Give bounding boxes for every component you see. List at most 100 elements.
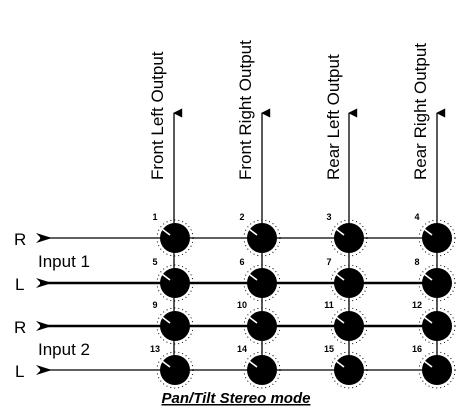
knob-pointer xyxy=(423,228,433,236)
input-connector-2-l xyxy=(36,365,52,375)
input-connector-1-r xyxy=(36,233,52,243)
output-labels: Front Left Output Front Right Output Rea… xyxy=(148,40,430,180)
knob-3[interactable]: 3 xyxy=(326,212,368,257)
knob-scale-ring xyxy=(330,351,368,389)
knob-scale-ring xyxy=(418,307,456,345)
knob-number-label: 10 xyxy=(237,300,247,310)
knob-body xyxy=(334,311,364,341)
knob-body xyxy=(247,311,277,341)
knob-body xyxy=(160,355,190,385)
knob-scale-ring xyxy=(418,351,456,389)
knob-number-label: 5 xyxy=(152,257,157,267)
knob-body xyxy=(160,311,190,341)
output-label-front-right: Front Right Output xyxy=(236,40,255,180)
knob-body xyxy=(334,355,364,385)
input-connector-1-l xyxy=(36,278,52,288)
knob-scale-ring xyxy=(243,219,281,257)
knob-2[interactable]: 2 xyxy=(239,212,281,257)
knob-body xyxy=(247,355,277,385)
input-connectors xyxy=(36,233,52,375)
knob-pointer xyxy=(335,360,345,368)
knob-pointer xyxy=(248,273,258,281)
knob-number-label: 4 xyxy=(414,212,419,222)
knob-pointer xyxy=(248,360,258,368)
output-label-rear-right: Rear Right Output xyxy=(411,43,430,180)
knob-body xyxy=(160,223,190,253)
knob-number-label: 14 xyxy=(237,344,247,354)
knob-4[interactable]: 4 xyxy=(414,212,456,257)
knob-body xyxy=(422,223,452,253)
knob-scale-ring xyxy=(418,219,456,257)
knob-number-label: 13 xyxy=(150,344,160,354)
knob-number-label: 11 xyxy=(324,300,334,310)
channel-labels: R L R L xyxy=(14,230,26,381)
diagram-caption: Pan/Tilt Stereo mode xyxy=(162,390,311,407)
knob-number-label: 12 xyxy=(412,300,422,310)
channel-label-1-r: R xyxy=(14,230,26,249)
knob-number-label: 9 xyxy=(152,300,157,310)
knob-15[interactable]: 15 xyxy=(324,344,368,389)
knob-body xyxy=(247,268,277,298)
knob-number-label: 16 xyxy=(412,344,422,354)
knob-pointer xyxy=(248,316,258,324)
input-lines xyxy=(40,237,440,371)
knob-number-label: 2 xyxy=(239,212,244,222)
knob-14[interactable]: 14 xyxy=(237,344,281,389)
knob-pointer xyxy=(161,360,171,368)
knob-pointer xyxy=(335,316,345,324)
knob-scale-ring xyxy=(330,307,368,345)
knob-number-label: 7 xyxy=(326,257,331,267)
knob-7[interactable]: 7 xyxy=(326,257,368,302)
knob-scale-ring xyxy=(243,307,281,345)
knob-body xyxy=(160,268,190,298)
knob-pointer xyxy=(248,228,258,236)
knob-body xyxy=(334,268,364,298)
knob-scale-ring xyxy=(243,264,281,302)
channel-label-2-l: L xyxy=(15,362,24,381)
knob-scale-ring xyxy=(156,307,194,345)
knob-pointer xyxy=(335,273,345,281)
input-label-2: Input 2 xyxy=(38,340,90,359)
knob-scale-ring xyxy=(156,219,194,257)
knob-scale-ring xyxy=(156,264,194,302)
knob-body xyxy=(422,311,452,341)
knob-6[interactable]: 6 xyxy=(239,257,281,302)
channel-label-1-l: L xyxy=(15,275,24,294)
knob-body xyxy=(422,268,452,298)
output-arrows xyxy=(173,108,446,375)
knob-10[interactable]: 10 xyxy=(237,300,281,345)
knob-body xyxy=(247,223,277,253)
knob-12[interactable]: 12 xyxy=(412,300,456,345)
knob-16[interactable]: 16 xyxy=(412,344,456,389)
knob-number-label: 15 xyxy=(324,344,334,354)
knob-body xyxy=(334,223,364,253)
knob-11[interactable]: 11 xyxy=(324,300,368,345)
output-label-rear-left: Rear Left Output xyxy=(324,54,343,180)
knob-pointer xyxy=(335,228,345,236)
knob-pointer xyxy=(423,316,433,324)
input-connector-2-r xyxy=(36,321,52,331)
knob-number-label: 3 xyxy=(326,212,331,222)
knob-pointer xyxy=(161,228,171,236)
knob-1[interactable]: 1 xyxy=(152,212,194,257)
knob-5[interactable]: 5 xyxy=(152,257,194,302)
input-label-1: Input 1 xyxy=(38,252,90,271)
knob-number-label: 1 xyxy=(152,212,157,222)
knob-scale-ring xyxy=(418,264,456,302)
knob-scale-ring xyxy=(156,351,194,389)
knob-9[interactable]: 9 xyxy=(152,300,194,345)
knob-body xyxy=(422,355,452,385)
knob-scale-ring xyxy=(243,351,281,389)
knob-pointer xyxy=(161,316,171,324)
output-label-front-left: Front Left Output xyxy=(148,51,167,180)
knob-pointer xyxy=(423,360,433,368)
knob-number-label: 6 xyxy=(239,257,244,267)
knob-8[interactable]: 8 xyxy=(414,257,456,302)
channel-label-2-r: R xyxy=(14,318,26,337)
knob-pointer xyxy=(423,273,433,281)
knob-number-label: 8 xyxy=(414,257,419,267)
knob-scale-ring xyxy=(330,219,368,257)
knob-13[interactable]: 13 xyxy=(150,344,194,389)
